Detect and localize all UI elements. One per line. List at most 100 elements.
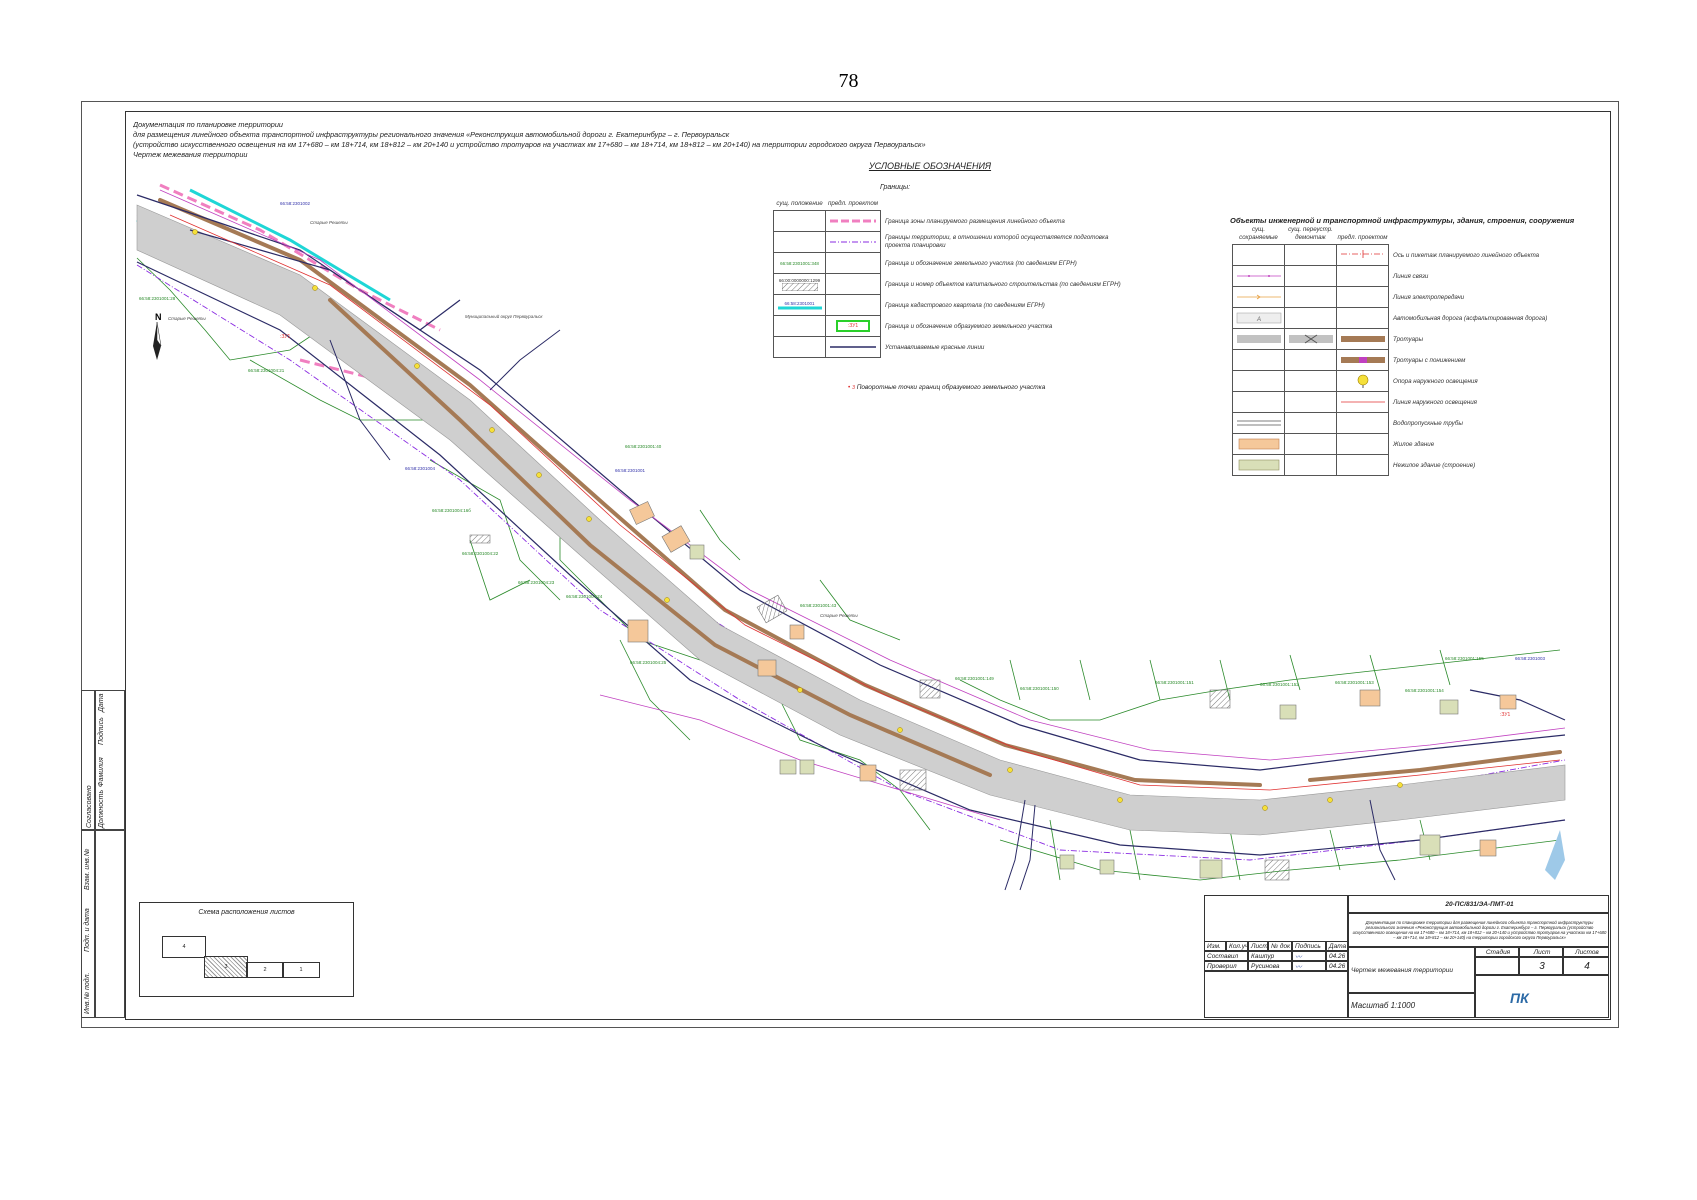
legend-code: 66:00:0000000:1299 (778, 277, 821, 283)
sidewalks (158, 198, 1562, 787)
red-lines (136, 194, 1566, 856)
stamp-r2-name: Русинова (1248, 961, 1292, 971)
lamp-posts (192, 229, 1403, 811)
stamp-r2-signature: 〰 (1292, 961, 1326, 971)
strip-agreed: Согласовано (86, 785, 93, 828)
company-logo: ПК (1510, 990, 1529, 1006)
legend-code: 66:58:2301001 (784, 300, 815, 306)
stamp-sheets-value: 4 (1563, 957, 1609, 975)
stamp-stage-header: Стадия (1475, 947, 1519, 957)
legend-label: Границы территории, в отношении которой … (885, 234, 1109, 249)
legend2-row: Линия связи (1232, 265, 1548, 287)
place-label-2: Старые Решеты (168, 316, 206, 321)
legend2-col-rebuild: сущ. переустр. демонтаж (1288, 226, 1333, 241)
stamp-r1-date: 04.26 (1326, 951, 1348, 961)
legend2-label: Опора наружного освещения (1393, 377, 1478, 385)
parcel-label-8: 66:58:2301001:43 (800, 603, 837, 608)
legend-row: Граница зоны планируемого размещения лин… (773, 210, 1136, 232)
legend-row: Устанавливаемые красные линии (773, 336, 1136, 358)
stamp-r2-role: Проверил (1204, 961, 1248, 971)
strip-sign-date: Подп. и дата (84, 908, 91, 952)
strip-inv-orig: Инв.№ подл. (84, 972, 91, 1015)
legend-label: Граница кадастрового квартала (по сведен… (885, 301, 1045, 309)
buildings (469, 501, 1517, 881)
legend-row: :ЗУ1 Граница и обозначение образуемого з… (773, 315, 1136, 337)
stamp-r1-signature: 〰 (1292, 951, 1326, 961)
lamp-icon (1357, 374, 1368, 388)
header-line-4: Чертеж межевания территории (133, 150, 248, 159)
place-label-1: Старые Решеты (310, 220, 348, 225)
strip-position: Должность (98, 789, 105, 828)
quarter-label-3: 66:58:2301001 (615, 468, 646, 473)
stamp-h-izm: Изм. (1204, 941, 1226, 951)
legend2-title: Объекты инженерной и транспортной инфрас… (1230, 216, 1575, 225)
legend-label: Граница и обозначение земельного участка… (885, 259, 1077, 267)
legend2-row: Ось и пикетаж планируемого линейного объ… (1232, 244, 1548, 266)
legend2-label: Тротуары (1393, 335, 1424, 343)
legend-points-label: Поворотные точки границ образуемого земе… (856, 384, 1046, 391)
parcel-label-13: 66:58:2301001:152 (1260, 682, 1299, 687)
header-line-2: для размещения линейного объекта транспо… (133, 130, 730, 139)
parcel-label-9: 66:58:2301004:25 (630, 660, 667, 665)
north-arrow-icon (153, 321, 162, 360)
scheme-sheet-4: 4 (162, 936, 206, 958)
parcel-label-6: 66:58:2301004:23 (518, 580, 555, 585)
scheme-sheet-2: 2 (246, 962, 284, 978)
strip-signature: Подпись (98, 717, 105, 745)
legend2-row: Линия наружного освещения (1232, 391, 1548, 413)
water-body (1545, 830, 1565, 880)
parcel-label-3: 66:58:2301001:40 (625, 444, 662, 449)
legend2-row: Линия электропередачи (1232, 286, 1548, 308)
legend2-row: Нежилое здание (строение) (1232, 454, 1548, 476)
header-line-1: Документация по планировке территории (133, 120, 283, 129)
stamp-sheet-header: Лист (1519, 947, 1563, 957)
strip-surname: Фамилия (98, 757, 105, 787)
legend2-label: Жилое здание (1393, 440, 1435, 448)
legend-col-existing: сущ. положение (776, 200, 823, 207)
legend2-row: Тротуары с понижением (1232, 349, 1548, 371)
drawing-frame (125, 111, 1611, 1020)
sheet-layout-scheme: Схема расположения листов 4 3 2 1 (139, 902, 354, 997)
legend2-label: Тротуары с понижением (1393, 356, 1466, 364)
scheme-sheet-1: 1 (282, 962, 320, 978)
parcel-label-2: 66:58:2301004:21 (248, 368, 285, 373)
legend-row: 66:58:2301001 Граница кадастрового кварт… (773, 294, 1136, 316)
legend-label: Устанавливаемые красные линии (885, 343, 985, 351)
side-roads (329, 329, 1396, 891)
stamp-drawing-name: Чертеж межевания территории (1348, 947, 1475, 993)
quarter-label-1: 66:58:2301002 (280, 201, 311, 206)
parcel-label-5: 66:58:2301004:22 (462, 551, 499, 556)
stamp-h-ndok: № док (1268, 941, 1292, 951)
svg-text:A: A (1256, 317, 1261, 323)
header-line-3: (устройство искусственного освещения на … (133, 140, 926, 149)
parcel-label-12: 66:58:2301001:151 (1155, 680, 1194, 685)
parcel-label-10: 66:58:2301001:149 (955, 676, 994, 681)
parcel-label-15: 66:58:2301001:154 (1405, 688, 1444, 693)
quarter-label-2: 66:58:2301004 (405, 466, 436, 471)
legend-infrastructure-table: сущ. сохраняемые сущ. переустр. демонтаж… (1232, 224, 1548, 476)
drawing-header: Документация по планировке территории дл… (133, 120, 1233, 160)
parcel-label-1: 66:58:2301001:28 (139, 296, 176, 301)
legend-col-proposed: предл. проектом (827, 200, 879, 207)
north-label: N (155, 312, 162, 322)
plot-label-2: :ЗУ1 (1500, 712, 1511, 718)
road-surface (136, 204, 1566, 836)
legend2-col-proposed: предл. проектом (1337, 234, 1388, 241)
stamp-sheet-value: 3 (1519, 957, 1563, 975)
legend2-label: Ось и пикетаж планируемого линейного объ… (1393, 251, 1540, 259)
parcel-label-4: 66:58:2301004:16б (432, 508, 471, 513)
stamp-h-podpis: Подпись (1292, 941, 1326, 951)
legend2-label: Водопропускные трубы (1393, 419, 1463, 427)
stamp-h-koluch: Кол.уч (1226, 941, 1248, 951)
legend2-row: Тротуары (1232, 328, 1548, 350)
stamp-scale: Масштаб 1:1000 (1348, 993, 1475, 1018)
legend2-label: Линия электропередачи (1393, 293, 1465, 301)
stamp-code: 20-ПС/831/ЭА-ПМТ-01 (1348, 895, 1609, 913)
legend2-row: Водопропускные трубы (1232, 412, 1548, 434)
title-block: 20-ПС/831/ЭА-ПМТ-01 Документация по план… (1204, 895, 1609, 1018)
stamp-h-data: Дата (1326, 941, 1348, 951)
plot-label-1: :ЗУ1 (280, 334, 291, 340)
stamp-r1-role: Составил (1204, 951, 1248, 961)
